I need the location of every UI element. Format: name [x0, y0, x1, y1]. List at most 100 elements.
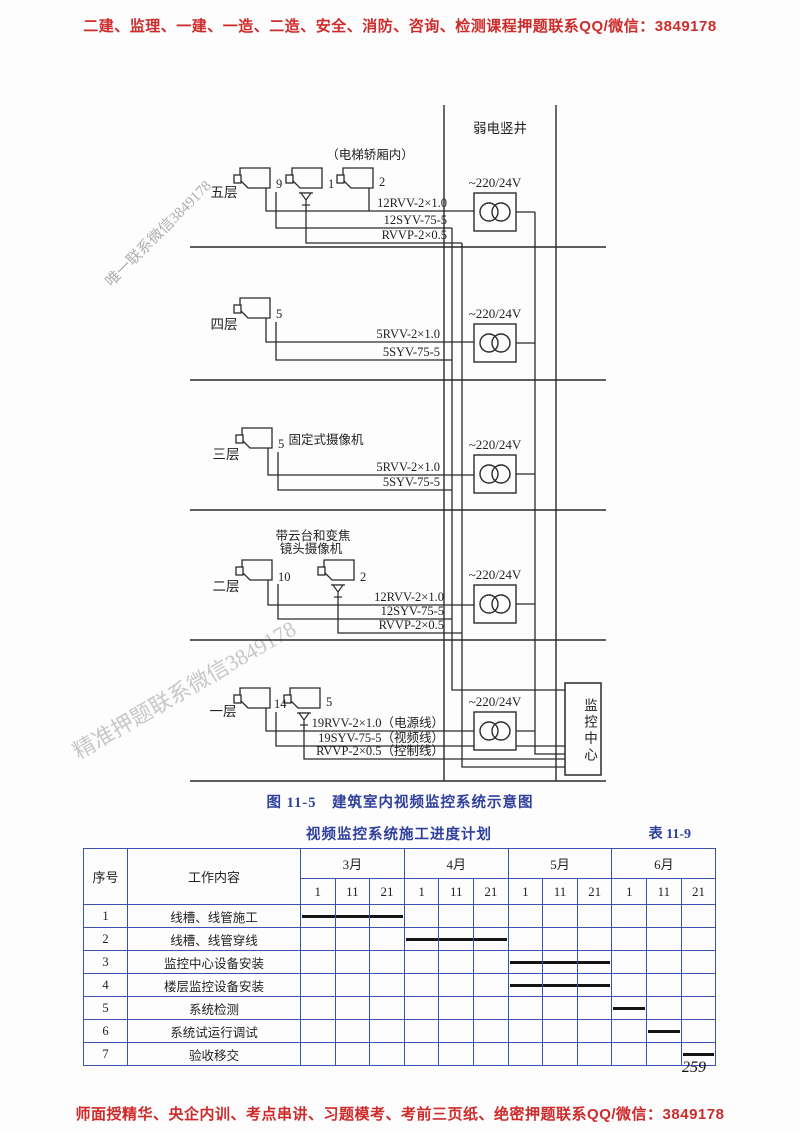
gantt-cell [438, 996, 474, 1020]
gantt-cell [369, 950, 405, 974]
gantt-bar [543, 983, 577, 987]
gantt-cell [611, 973, 648, 997]
gantt-cell [576, 904, 613, 928]
gantt-cell [300, 973, 336, 997]
monitor-center-box [564, 682, 602, 776]
ptz-camera-note-line1: 带云台和变焦 [275, 528, 350, 543]
transformer-voltage: ~220/24V [469, 306, 522, 321]
gantt-cell [300, 950, 336, 974]
camera-count: 1 [328, 177, 334, 191]
transformer-voltage: ~220/24V [469, 567, 522, 582]
gantt-bar [336, 914, 369, 918]
video-surveillance-schematic: 弱电竖井 五层 （电梯轿厢内） 9 1 2 [190, 105, 606, 782]
floor-3-section: 三层 固定式摄像机 5 5RVV-2×1.0 5SYV-75-5 ~220/24… [213, 427, 522, 494]
row-no: 3 [83, 950, 128, 974]
floor-label: 四层 [211, 317, 238, 332]
transformer-voltage: ~220/24V [469, 175, 522, 190]
top-ad-banner: 二建、监理、一建、一造、二造、安全、消防、咨询、检测课程押题联系QQ/微信：38… [83, 18, 717, 35]
col-header-day: 11 [542, 878, 578, 905]
gantt-cell [680, 1042, 717, 1066]
floor-5-wiring [265, 188, 474, 244]
gantt-cell [680, 904, 717, 928]
cable-label: 12SYV-75-5 [384, 213, 447, 227]
cable-label: RVVP-2×0.5 [382, 228, 447, 242]
gantt-cell [646, 973, 682, 997]
gantt-cell [334, 927, 371, 951]
gantt-cell [611, 1042, 648, 1066]
row-no: 5 [83, 996, 128, 1020]
col-header-day: 1 [507, 878, 544, 905]
col-header-day: 11 [334, 878, 371, 905]
col-header-day: 21 [369, 878, 405, 905]
gantt-cell [369, 927, 405, 951]
gantt-cell [403, 950, 440, 974]
gantt-cell [334, 996, 371, 1020]
gantt-cell [542, 973, 578, 997]
floor-label: 一层 [210, 704, 237, 719]
cable-label: 5SYV-75-5 [383, 475, 440, 489]
gantt-cell [507, 904, 544, 928]
camera-count: 5 [326, 695, 332, 709]
col-header-day: 11 [646, 878, 682, 905]
col-header-day: 1 [300, 878, 336, 905]
gantt-cell [576, 996, 613, 1020]
gantt-cell [576, 927, 613, 951]
gantt-cell [611, 996, 648, 1020]
gantt-cell [403, 973, 440, 997]
work-content: 监控中心设备安装 [127, 950, 301, 974]
gantt-cell [646, 1019, 682, 1043]
gantt-cell [334, 1019, 371, 1043]
gantt-bar [578, 960, 611, 964]
row-no: 4 [83, 973, 128, 997]
gantt-cell [646, 950, 682, 974]
col-header-month: 4月 [403, 848, 509, 879]
col-header-month: 3月 [300, 848, 405, 879]
gantt-bar [405, 937, 438, 941]
col-header-day: 11 [438, 878, 474, 905]
camera-count: 10 [278, 570, 291, 584]
page-number: 259 [682, 1059, 706, 1076]
row-no: 6 [83, 1019, 128, 1043]
floor-4-wiring [265, 318, 474, 361]
bottom-ad-banner: 师面授精华、央企内训、考点串讲、习题模考、考前三页纸、绝密押题联系QQ/微信：3… [75, 1106, 725, 1123]
monitor-center-label: 监控中心 [582, 698, 597, 764]
gantt-cell [473, 996, 509, 1020]
gantt-cell [300, 1042, 336, 1066]
gantt-cell [473, 904, 509, 928]
floor-label: 三层 [213, 447, 240, 462]
transformer-voltage: ~220/24V [469, 694, 522, 709]
gantt-cell [507, 973, 544, 997]
gantt-cell [542, 1042, 578, 1066]
gantt-cell [473, 1019, 509, 1043]
gantt-bar [509, 960, 542, 964]
gantt-cell [473, 950, 509, 974]
gantt-cell [576, 950, 613, 974]
cable-label: 19RVV-2×1.0（电源线） [312, 716, 444, 730]
col-header-day: 21 [680, 878, 717, 905]
gantt-cell [611, 950, 648, 974]
camera-count: 5 [276, 307, 282, 321]
shaft-risers [451, 211, 565, 768]
col-header-month: 6月 [611, 848, 717, 879]
cable-label: RVVP-2×0.5（控制线） [316, 744, 444, 758]
gantt-cell [369, 973, 405, 997]
col-header-work: 工作内容 [127, 848, 301, 905]
floor-3-wiring [267, 448, 474, 491]
gantt-bar [682, 1052, 715, 1056]
gantt-cell [611, 904, 648, 928]
figure-caption: 图 11-5 建筑室内视频监控系统示意图 [266, 795, 534, 811]
gantt-bar [474, 937, 507, 941]
gantt-cell [473, 1042, 509, 1066]
gantt-bar [578, 983, 611, 987]
gantt-cell [611, 927, 648, 951]
work-content: 线槽、线管穿线 [127, 927, 301, 951]
work-content: 系统试运行调试 [127, 1019, 301, 1043]
gantt-cell [542, 996, 578, 1020]
col-header-day: 21 [473, 878, 509, 905]
gantt-cell [369, 1042, 405, 1066]
